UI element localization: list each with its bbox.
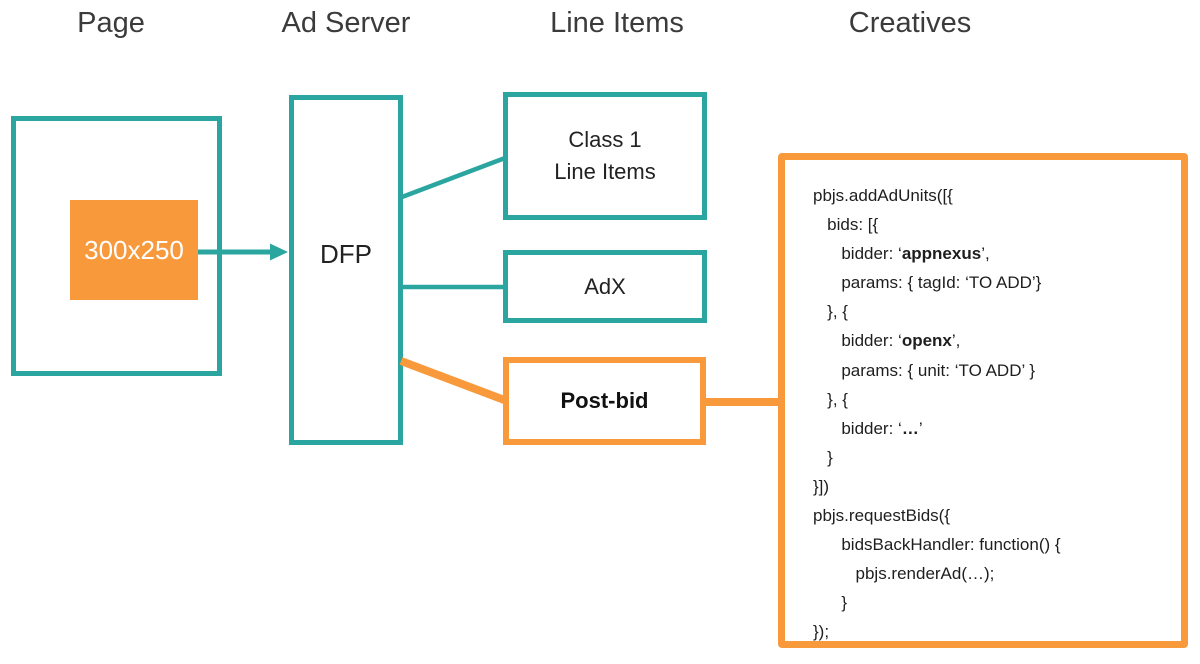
code-text: ’, xyxy=(951,331,961,351)
adx-box: AdX xyxy=(503,250,707,323)
code-text: ’ xyxy=(918,418,923,438)
code-line: bidder: ‘openx’, xyxy=(813,326,1061,355)
code-line: }, { xyxy=(813,385,1061,414)
code-line: bids: [{ xyxy=(813,210,1061,239)
code-line: }, { xyxy=(813,297,1061,326)
header-line-items: Line Items xyxy=(550,7,684,39)
class1-line-items-box: Class 1 Line Items xyxy=(503,92,707,220)
code-bidder-name: appnexus xyxy=(901,244,982,264)
code-text: } xyxy=(813,447,833,467)
code-text: bidder: ‘ xyxy=(813,331,902,351)
code-line: } xyxy=(813,588,1061,617)
code-line: pbjs.addAdUnits([{ xyxy=(813,181,1061,210)
code-bidder-name: … xyxy=(901,418,919,438)
code-bidder-name: openx xyxy=(901,331,952,351)
header-page: Page xyxy=(77,7,145,39)
code-line: }]) xyxy=(813,472,1061,501)
code-text: } xyxy=(813,593,848,613)
line-dfp-to-class1 xyxy=(401,155,506,200)
ad-slot-300x250: 300x250 xyxy=(70,200,198,300)
code-line: }); xyxy=(813,617,1061,646)
code-text: }, { xyxy=(813,302,848,322)
code-line: bidder: ‘appnexus’, xyxy=(813,239,1061,268)
code-text: bids: [{ xyxy=(813,215,879,235)
post-bid-label: Post-bid xyxy=(560,388,649,413)
class1-label-line1: Class 1 xyxy=(568,127,642,152)
code-text: }); xyxy=(813,622,830,642)
creatives-code-box: pbjs.addAdUnits([{ bids: [{ bidder: ‘app… xyxy=(778,153,1188,648)
code-text: params: { tagId: ‘TO ADD’} xyxy=(813,273,1042,293)
code-text: params: { unit: ‘TO ADD’ } xyxy=(813,360,1036,380)
arrowhead-icon xyxy=(270,243,288,261)
code-text: pbjs.renderAd(…); xyxy=(813,564,995,584)
code-line: pbjs.requestBids({ xyxy=(813,501,1061,530)
code-text: }, { xyxy=(813,389,848,409)
code-line: params: { tagId: ‘TO ADD’} xyxy=(813,268,1061,297)
code-text: pbjs.addAdUnits([{ xyxy=(813,186,953,205)
code-text: bidder: ‘ xyxy=(813,244,902,264)
adx-label: AdX xyxy=(584,273,626,299)
header-ad-server: Ad Server xyxy=(281,7,411,39)
header-creatives: Creatives xyxy=(848,7,972,39)
code-line: } xyxy=(813,443,1061,472)
dfp-label: DFP xyxy=(320,238,372,269)
code-text: bidder: ‘ xyxy=(813,418,902,438)
ad-slot-label: 300x250 xyxy=(84,234,184,265)
code-text: pbjs.requestBids({ xyxy=(813,506,951,526)
dfp-box: DFP xyxy=(289,95,403,445)
code-text: }]) xyxy=(813,476,830,496)
code-line: bidder: ‘…’ xyxy=(813,414,1061,443)
code-line: pbjs.renderAd(…); xyxy=(813,559,1061,588)
code-block: pbjs.addAdUnits([{ bids: [{ bidder: ‘app… xyxy=(785,160,1065,647)
code-text: bidsBackHandler: function() { xyxy=(813,535,1061,555)
class1-label-line2: Line Items xyxy=(554,159,656,184)
code-line: bidsBackHandler: function() { xyxy=(813,530,1061,559)
line-dfp-to-postbid xyxy=(399,357,509,405)
code-line: params: { unit: ‘TO ADD’ } xyxy=(813,356,1061,385)
post-bid-box: Post-bid xyxy=(503,357,706,445)
code-text: ’, xyxy=(981,244,990,264)
